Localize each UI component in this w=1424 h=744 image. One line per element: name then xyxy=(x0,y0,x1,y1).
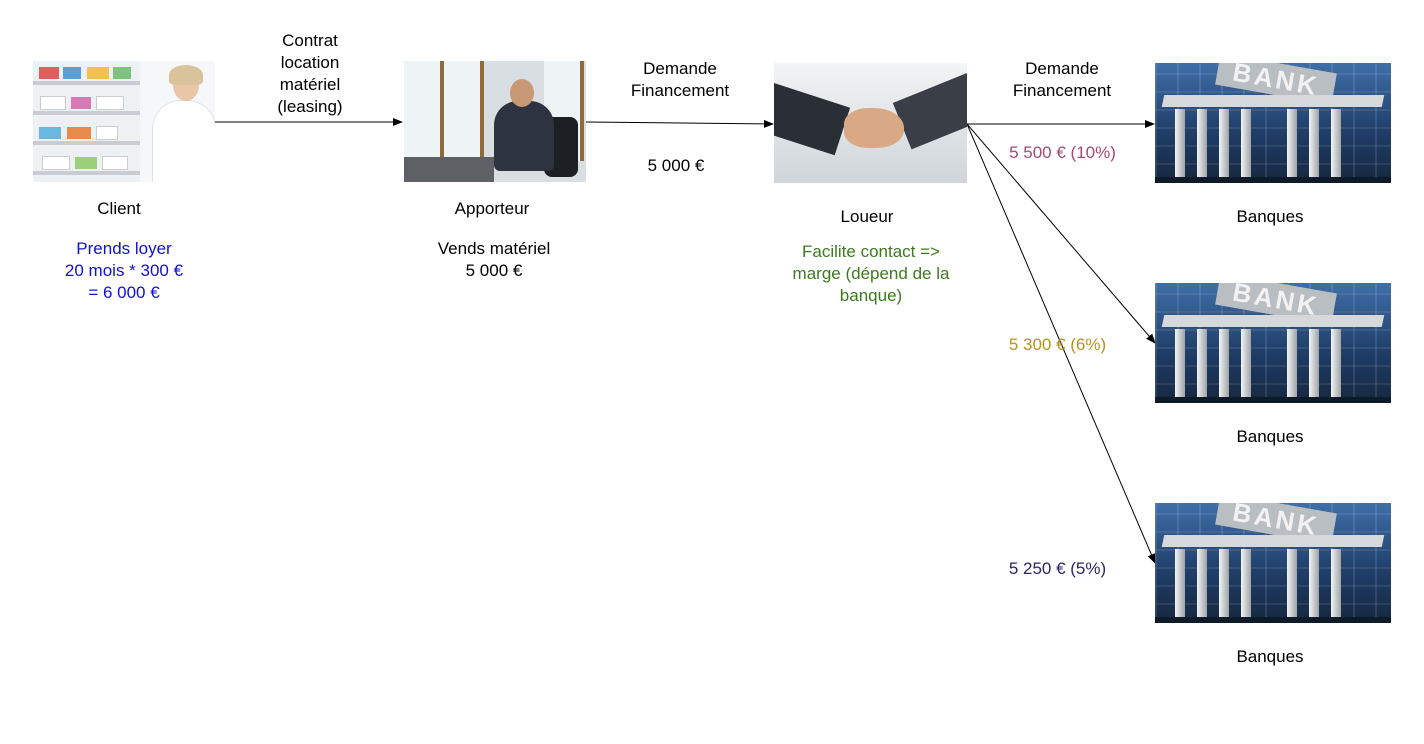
loueur-image xyxy=(774,63,967,183)
apporteur-image xyxy=(404,61,586,182)
bank-label-1: Banques xyxy=(1236,207,1304,226)
edge-label-demande-1: Demande Financement xyxy=(630,59,730,100)
arrow-apporteur-loueur xyxy=(585,119,774,128)
apporteur-note: Vends matériel 5 000 € xyxy=(437,239,551,280)
edge-label-contrat: Contrat location matériel (leasing) xyxy=(277,31,343,116)
bank-label-2: Banques xyxy=(1236,427,1304,446)
client-label: Client xyxy=(97,199,141,218)
apporteur-label: Apporteur xyxy=(454,199,530,218)
bank-image-2: BANK xyxy=(1155,283,1391,403)
loueur-note: Facilite contact => marge (dépend de la … xyxy=(792,242,950,305)
bank-image-3: BANK xyxy=(1155,503,1391,623)
client-note: Prends loyer 20 mois * 300 € = 6 000 € xyxy=(64,239,184,302)
bank-offer-2: 5 300 € (6%) xyxy=(1008,335,1107,354)
bank-label-3: Banques xyxy=(1236,647,1304,666)
arrow-loueur-bank-3 xyxy=(966,123,1156,564)
edge-label-demande-2: Demande Financement xyxy=(1012,59,1112,100)
client-image xyxy=(33,61,215,182)
arrow-loueur-bank-2 xyxy=(966,123,1156,344)
bank-offer-1: 5 500 € (10%) xyxy=(1009,143,1116,162)
bank-image-1: BANK xyxy=(1155,63,1391,183)
edge-label-amount: 5 000 € xyxy=(647,156,705,175)
loueur-label: Loueur xyxy=(840,207,894,226)
bank-offer-3: 5 250 € (5%) xyxy=(1008,559,1107,578)
